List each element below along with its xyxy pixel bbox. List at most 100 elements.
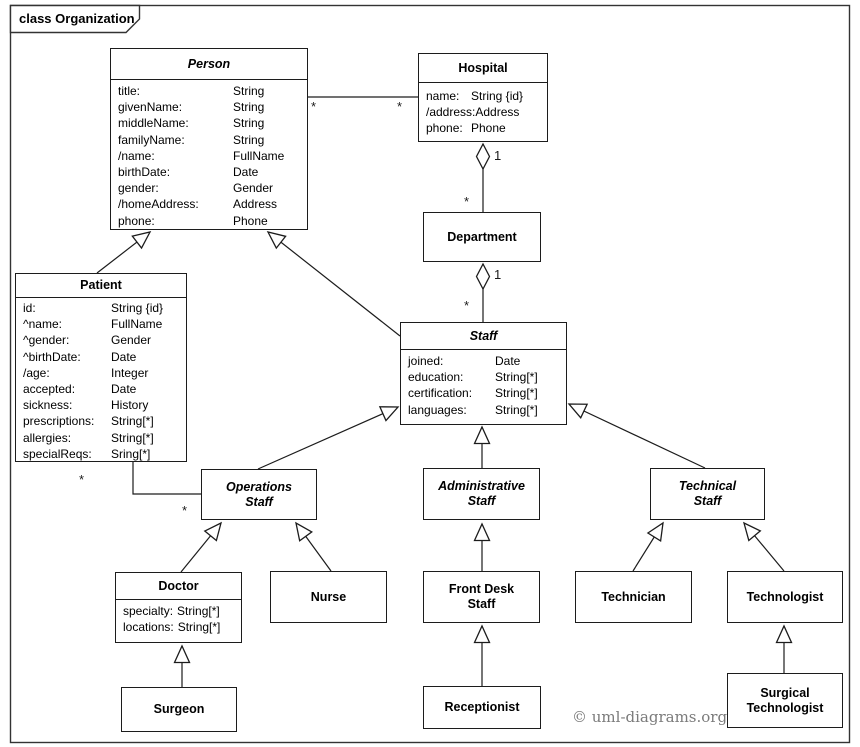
- copyright-watermark: © uml-diagrams.org: [572, 708, 728, 726]
- class-title: Administrative Staff: [438, 479, 525, 508]
- attribute-name: locations:: [123, 620, 174, 635]
- class-technician: Technician: [575, 571, 692, 623]
- attribute-name: ^name:: [23, 317, 62, 332]
- attribute-type: Integer: [111, 365, 149, 380]
- attribute-type: String[*]: [495, 370, 538, 385]
- attributes-compartment: name:String {id} /address:Address phone:…: [419, 83, 547, 137]
- attribute-type: String: [233, 100, 265, 115]
- attribute-row: prescriptions: String[*]: [23, 413, 186, 429]
- attribute-row: /homeAddress: Address: [118, 196, 307, 212]
- attribute-row: specialReqs:Sring[*]: [23, 446, 186, 461]
- class-title: Operations Staff: [226, 479, 292, 509]
- class-title: Technician: [601, 589, 666, 604]
- attribute-row: education: String[*]: [408, 369, 566, 385]
- class-title: Hospital: [419, 54, 547, 83]
- attribute-name: middleName:: [118, 116, 189, 131]
- multiplicity-label: *: [311, 99, 316, 114]
- attribute-name: joined:: [408, 354, 444, 368]
- attribute-type: Date: [233, 165, 259, 180]
- attribute-type: String[*]: [111, 414, 154, 429]
- attribute-name: name:: [426, 89, 460, 103]
- generalization-technologist-technical-staff: [742, 521, 785, 572]
- attribute-type: Date: [111, 349, 137, 364]
- attribute-type: Date: [495, 354, 521, 368]
- attributes-compartment: title: String givenName:String middleName…: [111, 80, 307, 229]
- class-title: Doctor: [116, 573, 241, 600]
- attribute-type: FullName: [233, 148, 285, 163]
- attributes-compartment: id:String {id} ^name: FullName ^gender: Ge…: [16, 298, 186, 461]
- attribute-row: locations:String[*]: [123, 619, 241, 635]
- attribute-name: languages:: [408, 402, 467, 417]
- attribute-type: Gender: [233, 181, 274, 196]
- class-title: Receptionist: [444, 700, 520, 714]
- attribute-row: givenName:String: [118, 99, 307, 115]
- multiplicity-label: 1: [494, 267, 501, 282]
- generalization-patient-person: [96, 231, 152, 274]
- class-title: Front Desk Staff: [448, 582, 515, 611]
- attribute-type: History: [111, 398, 149, 413]
- attribute-name: id:: [23, 301, 36, 315]
- attribute-row: id:String {id}: [23, 300, 186, 316]
- attribute-type: String: [233, 84, 265, 98]
- attributes-compartment: joined:Date education:String[*] certific…: [401, 350, 566, 418]
- class-staff: Staff joined:Date education:String[*] ce…: [400, 322, 567, 425]
- attribute-row: languages: String[*]: [408, 402, 566, 418]
- attribute-row: accepted: Date: [23, 381, 186, 397]
- attribute-name: accepted:: [23, 382, 76, 397]
- attribute-row: allergies:String[*]: [23, 430, 186, 446]
- class-title: Surgical Technologist: [746, 685, 824, 715]
- class-hospital: Hospital name:String {id} /address:Addre…: [418, 53, 548, 142]
- multiplicity-label: *: [79, 472, 84, 487]
- attribute-name: title:: [118, 84, 141, 98]
- generalization-technical-staff-staff: [567, 403, 706, 469]
- class-nurse: Nurse: [270, 571, 387, 623]
- attribute-type: Gender: [111, 333, 152, 348]
- class-technologist: Technologist: [727, 571, 843, 623]
- attribute-name: gender:: [118, 181, 159, 196]
- attribute-name: specialReqs:: [23, 446, 92, 461]
- attribute-row: /name: FullName: [118, 148, 307, 164]
- class-title: Staff: [401, 323, 566, 350]
- attribute-type: String {id}: [471, 89, 524, 103]
- class-surgeon: Surgeon: [121, 687, 237, 732]
- attribute-row: gender: Gender: [118, 180, 307, 196]
- attribute-row: joined: Date: [408, 353, 566, 369]
- multiplicity-label: 1: [494, 148, 501, 163]
- attribute-name: prescriptions:: [23, 414, 95, 429]
- attribute-name: specialty:: [123, 604, 174, 618]
- attribute-name: /address:: [426, 105, 476, 120]
- attribute-name: allergies:: [23, 430, 72, 445]
- class-front-desk-staff: Front Desk Staff: [423, 571, 540, 623]
- class-title: Patient: [16, 274, 186, 298]
- multiplicity-label: *: [182, 503, 187, 518]
- class-title: Surgeon: [153, 702, 205, 716]
- class-title: Department: [447, 229, 517, 244]
- attribute-row: ^gender: Gender: [23, 332, 186, 348]
- attribute-name: /homeAddress:: [118, 197, 199, 212]
- attribute-row: middleName: String: [118, 115, 307, 131]
- class-person: Person title:String givenName:String mid…: [110, 48, 308, 230]
- attribute-type: FullName: [111, 317, 163, 332]
- class-title: Technical Staff: [678, 479, 737, 508]
- generalization-nurse-operations-staff: [295, 521, 332, 572]
- attribute-row: birthDate:Date: [118, 164, 307, 180]
- generalization-doctor-operations-staff: [180, 521, 222, 573]
- attribute-type: Date: [111, 382, 137, 397]
- generalization-staff-person: [266, 231, 401, 337]
- class-receptionist: Receptionist: [423, 686, 541, 729]
- generalization-operations-staff-staff: [257, 406, 400, 470]
- attribute-type: String: [233, 116, 265, 131]
- attribute-type: String[*]: [495, 402, 538, 417]
- class-surgical-technologist: Surgical Technologist: [727, 673, 843, 728]
- attribute-row: ^birthDate: Date: [23, 349, 186, 365]
- attribute-name: sickness:: [23, 398, 73, 413]
- attribute-type: String[*]: [495, 386, 538, 401]
- attribute-name: education:: [408, 370, 464, 385]
- attribute-type: String: [233, 132, 265, 147]
- attribute-type: Address: [233, 197, 278, 212]
- attribute-row: ^name: FullName: [23, 316, 186, 332]
- attribute-name: ^gender:: [23, 333, 70, 348]
- attribute-name: ^birthDate:: [23, 349, 81, 364]
- attribute-name: /name:: [118, 148, 155, 163]
